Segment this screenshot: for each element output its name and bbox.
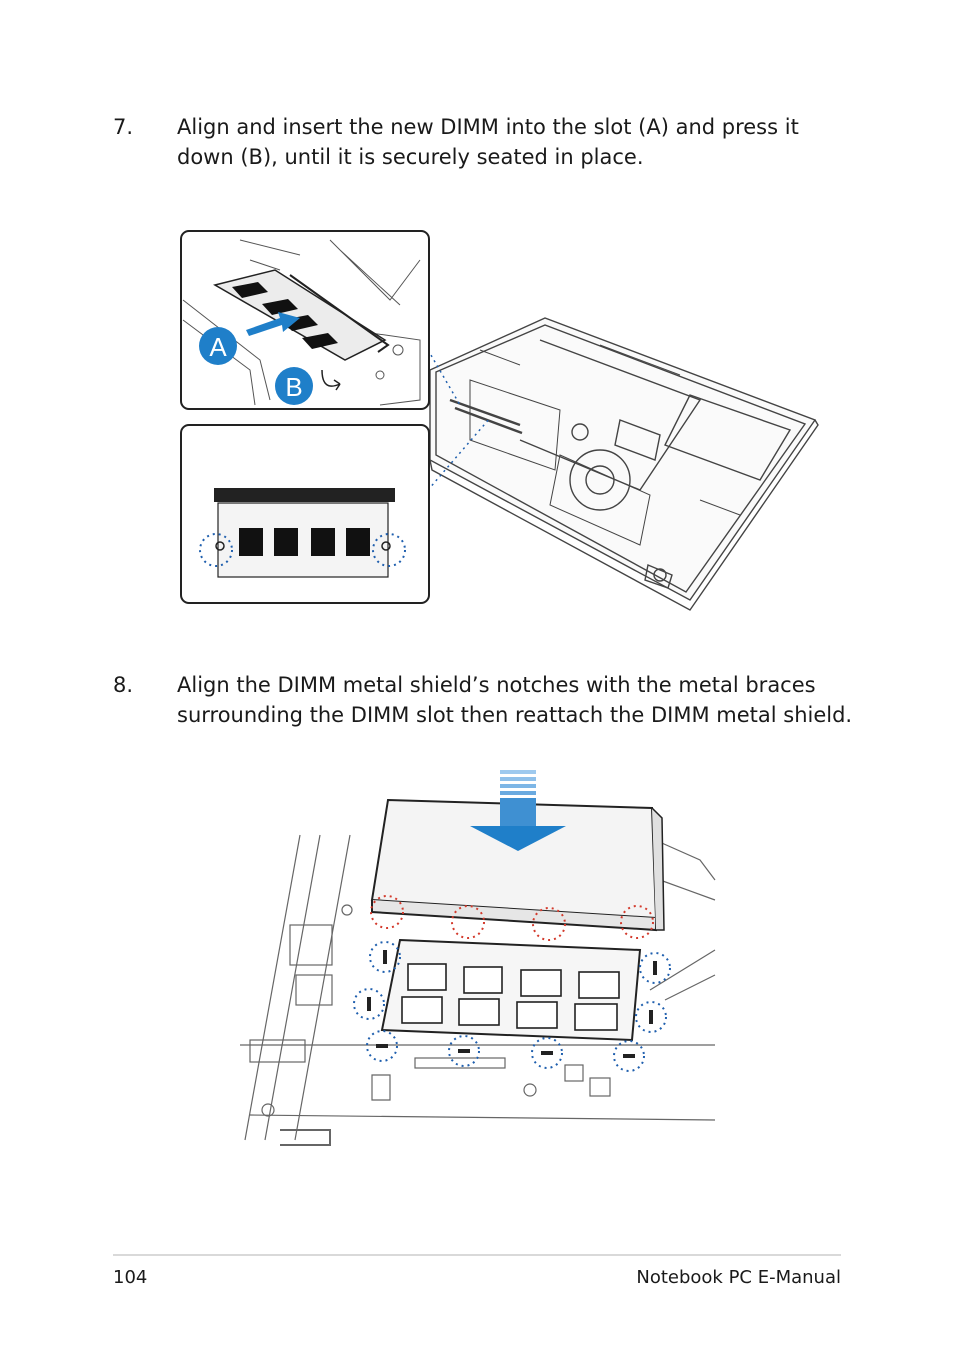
- step-number: 7.: [113, 115, 134, 139]
- notebook-base-drawing: [429, 317, 819, 611]
- board-linework: [240, 834, 716, 1146]
- brace-clips: [367, 950, 657, 1058]
- callout-b-circle: [275, 367, 313, 405]
- down-arrow: [470, 770, 566, 851]
- step-number: 8.: [113, 673, 134, 697]
- callout-a-circle: [199, 327, 237, 365]
- callout-b: B: [285, 372, 302, 402]
- dimm-module: [380, 938, 642, 1042]
- press-down-arrow: [321, 369, 341, 387]
- inset-closeup: A B: [180, 230, 430, 410]
- dimm-module-inset: [213, 269, 390, 361]
- inset-dimm-front: [180, 424, 430, 604]
- manual-title: Notebook PC E-Manual: [636, 1267, 841, 1288]
- callout-a: A: [209, 332, 227, 362]
- metal-shield: [370, 798, 665, 932]
- step-instruction: Align and insert the new DIMM into the s…: [177, 115, 799, 169]
- step-instruction: Align the DIMM metal shield’s notches wi…: [177, 673, 853, 727]
- notch-markers: [370, 895, 654, 941]
- page-number: 104: [113, 1267, 148, 1288]
- brace-markers: [353, 941, 671, 1072]
- footer-divider: [113, 1254, 841, 1256]
- zoom-leader-lines: [427, 349, 491, 491]
- insert-arrow: [246, 312, 300, 336]
